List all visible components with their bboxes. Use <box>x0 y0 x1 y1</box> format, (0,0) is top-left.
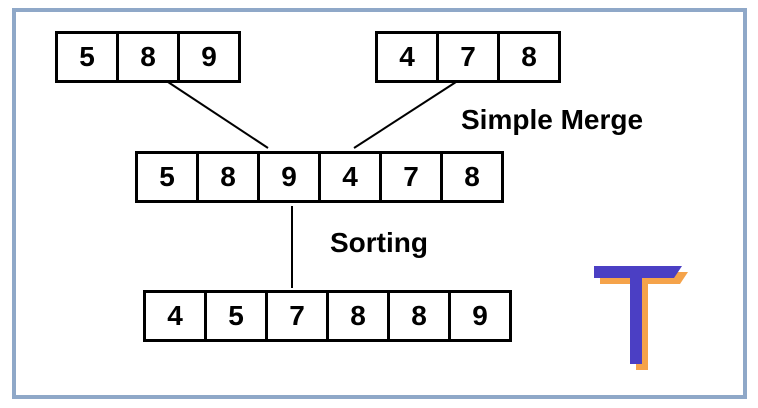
left-input-cell: 5 <box>79 41 95 72</box>
merged-cell: 8 <box>440 154 501 200</box>
sorted-cell: 5 <box>204 293 265 339</box>
right-input-cell: 4 <box>399 41 415 72</box>
merged-cell: 7 <box>379 154 440 200</box>
sorted-cell: 9 <box>448 293 509 339</box>
sorted-cell: 7 <box>265 293 326 339</box>
right-input-cell: 8 <box>497 34 558 80</box>
left-input-cell: 8 <box>116 34 177 80</box>
sorted-cell: 4 <box>167 300 183 331</box>
right-input-cell: 7 <box>436 34 497 80</box>
merged-cell: 4 <box>318 154 379 200</box>
merged-cell: 9 <box>257 154 318 200</box>
sorted-cell: 8 <box>387 293 448 339</box>
simple-merge-label: Simple Merge <box>461 104 644 135</box>
t-logo-main <box>594 266 682 364</box>
t-logo-icon <box>594 266 688 370</box>
sorting-label: Sorting <box>330 227 428 258</box>
t-logo-shadow <box>600 272 688 370</box>
sorted-cell: 8 <box>326 293 387 339</box>
left-input-cell: 9 <box>177 34 238 80</box>
merged-cell: 5 <box>159 161 175 192</box>
merged-cell: 8 <box>196 154 257 200</box>
